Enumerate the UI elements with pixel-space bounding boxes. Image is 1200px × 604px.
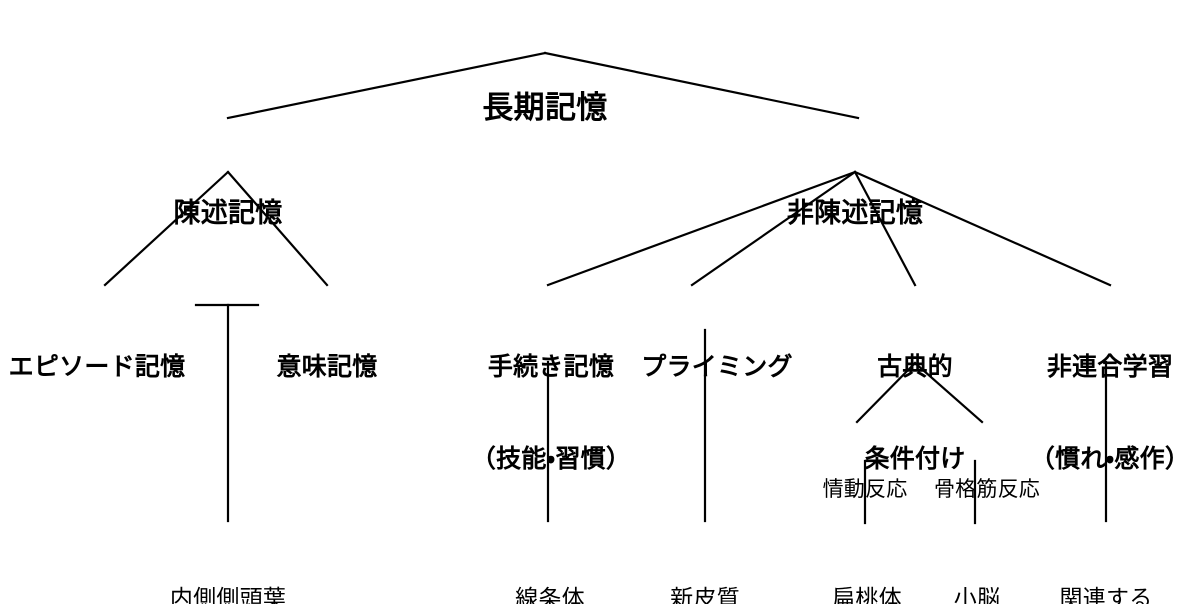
node-procedural-memory-label: 手続き記憶 <box>487 352 615 381</box>
node-striatum[interactable]: 線条体 <box>515 529 585 604</box>
node-nonassociative-learning[interactable]: 非連合学習 （慣れ・感作） <box>1030 291 1190 535</box>
node-long-term-memory[interactable]: 長期記憶 <box>482 14 607 203</box>
node-nondeclarative-memory-label: 非陳述記憶 <box>786 197 924 229</box>
node-reflex-pathways-label: 関連する <box>1059 586 1153 604</box>
node-cerebellum[interactable]: 小脳 <box>954 529 1000 604</box>
node-semantic-memory[interactable]: 意味記憶 <box>276 291 377 444</box>
node-amygdala[interactable]: 扁桃体 <box>832 529 902 604</box>
node-reflex-pathways[interactable]: 関連する 反射経路 <box>1060 529 1153 604</box>
node-nonassociative-learning-label: 非連合学習 <box>1046 352 1174 381</box>
node-long-term-memory-label: 長期記憶 <box>482 89 608 126</box>
node-nondeclarative-memory[interactable]: 非陳述記憶 <box>787 132 923 297</box>
node-skeletal-muscle-response[interactable]: 骨格筋反応 <box>934 426 1040 554</box>
node-amygdala-label: 扁桃体 <box>832 586 902 604</box>
node-declarative-memory-label: 陳述記憶 <box>173 197 283 229</box>
node-nonassociative-learning-sublabel: （慣れ・感作） <box>1029 443 1191 473</box>
node-neocortex[interactable]: 新皮質 <box>670 529 740 604</box>
node-skeletal-muscle-response-label: 骨格筋反応 <box>933 477 1041 502</box>
node-procedural-memory[interactable]: 手続き記憶 （技能・習慣） <box>471 291 631 535</box>
node-emotional-response-label: 情動反応 <box>822 477 908 502</box>
node-episodic-memory-label: エピソード記憶 <box>8 352 186 381</box>
node-medial-temporal-lobe-label: 内側側頭葉 <box>169 586 287 604</box>
node-classical-conditioning-sublabel: 条件付け <box>864 443 966 473</box>
node-emotional-response[interactable]: 情動反応 <box>823 426 908 554</box>
node-semantic-memory-label: 意味記憶 <box>276 352 378 381</box>
node-medial-temporal-lobe[interactable]: 内側側頭葉 大脳新皮質 <box>170 529 286 604</box>
node-declarative-memory[interactable]: 陳述記憶 <box>173 132 282 297</box>
node-episodic-memory[interactable]: エピソード記憶 <box>9 291 186 444</box>
node-neocortex-label: 新皮質 <box>670 586 740 604</box>
node-classical-conditioning[interactable]: 古典的 条件付け <box>864 291 965 535</box>
node-classical-conditioning-label: 古典的 <box>877 352 953 381</box>
node-cerebellum-label: 小脳 <box>953 586 1001 604</box>
node-striatum-label: 線条体 <box>515 586 585 604</box>
node-priming[interactable]: プライミング <box>641 291 793 444</box>
node-priming-label: プライミング <box>641 352 793 381</box>
node-procedural-memory-sublabel: （技能・習慣） <box>470 443 632 473</box>
